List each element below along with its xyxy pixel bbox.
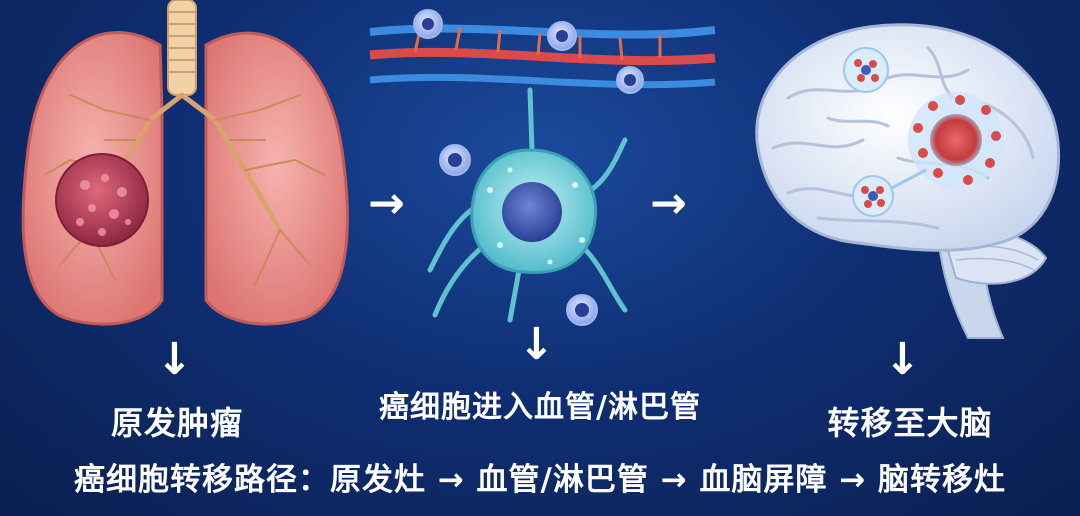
vessel-illustration	[369, 9, 716, 326]
arrow-right-icon: →	[368, 178, 405, 229]
right-lung	[204, 31, 349, 326]
brain-illustration	[755, 23, 1061, 339]
arrow-down-icon: ↓	[518, 319, 555, 370]
cerebrum	[755, 23, 1061, 252]
blood-vessel-red	[369, 47, 716, 66]
arrow-down-icon: ↓	[156, 334, 193, 385]
arrow-down-icon: ↓	[884, 334, 921, 385]
tumor-cell-nucleus	[502, 182, 562, 242]
label-vessel-entry: 癌细胞进入血管/淋巴管	[379, 390, 701, 425]
metastasis-path-summary: 癌细胞转移路径：原发灶 → 血管/淋巴管 → 血脑屏障 → 脑转移灶	[74, 462, 1006, 498]
label-primary-tumor: 原发肿瘤	[110, 404, 243, 442]
label-brain-metastasis: 转移至大脑	[827, 404, 993, 442]
arrow-right-icon: →	[650, 178, 687, 229]
lymph-vessel-blue	[369, 73, 716, 89]
lungs-illustration	[21, 0, 349, 326]
